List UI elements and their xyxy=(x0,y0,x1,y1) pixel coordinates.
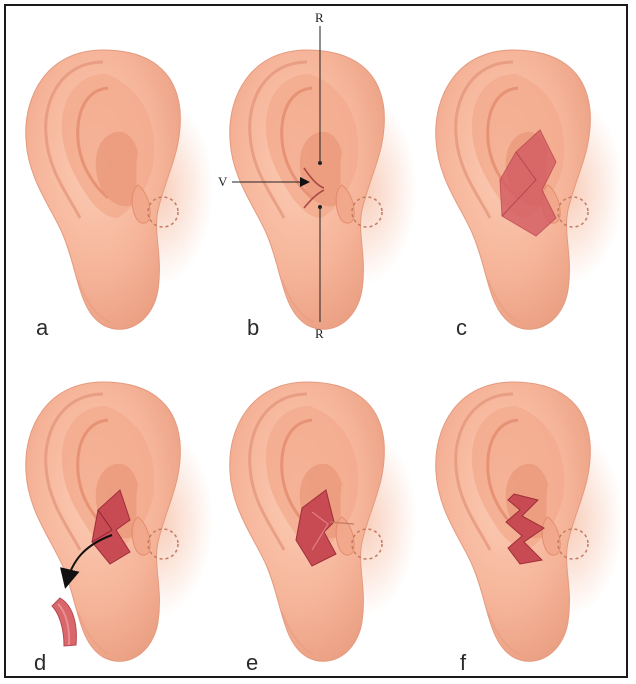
panel-e xyxy=(230,382,417,661)
panel-b xyxy=(230,50,417,329)
panel-label-b: b xyxy=(247,315,259,340)
panel-c xyxy=(436,50,623,329)
panel-label-c: c xyxy=(456,315,467,340)
annotation-label-bottom: R xyxy=(315,326,324,341)
panel-a xyxy=(26,50,213,329)
panel-label-d: d xyxy=(34,650,46,675)
annotation-dot-bottom xyxy=(318,205,322,209)
annotation-label-left: V xyxy=(218,174,228,189)
panel-f xyxy=(436,382,623,661)
annotation-label-top: R xyxy=(315,10,324,25)
panel-label-a: a xyxy=(36,315,49,340)
annotation-dot-top xyxy=(318,161,322,165)
panel-d xyxy=(26,382,213,661)
panel-label-e: e xyxy=(246,650,258,675)
panel-label-f: f xyxy=(460,650,467,675)
cartilage-piece xyxy=(52,598,76,646)
